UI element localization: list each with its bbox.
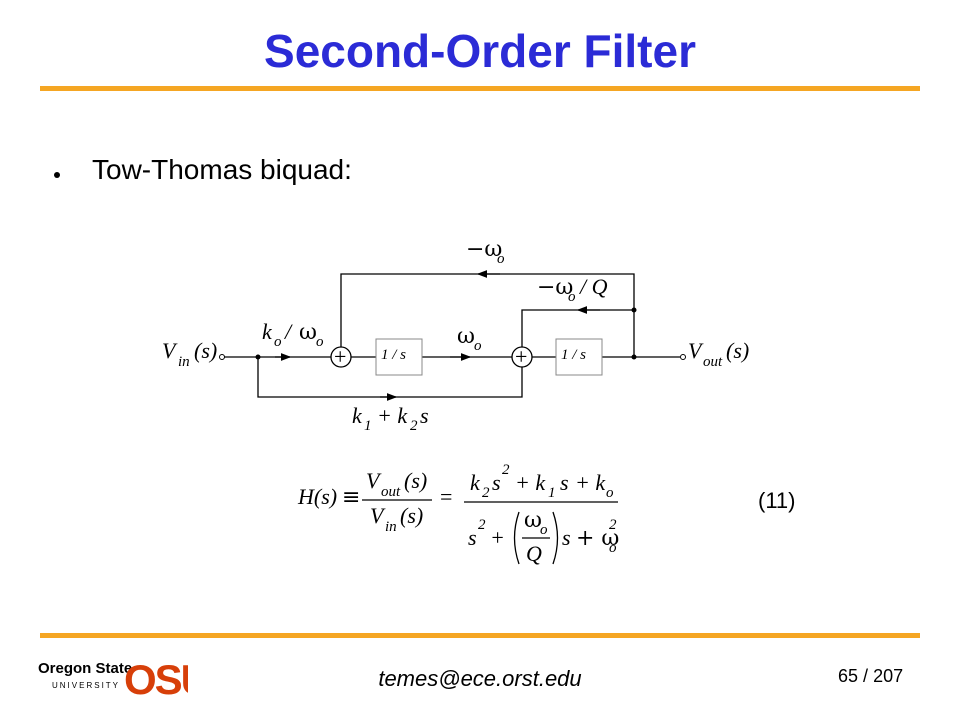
outer-feedback-sub: o <box>497 251 505 267</box>
eq-rn-s: s <box>560 470 569 495</box>
eq-rd-q: Q <box>526 541 542 566</box>
inner-feedback-dot <box>631 307 637 313</box>
input-label-arg: (s) <box>194 338 217 363</box>
gain-slash: / <box>283 319 293 344</box>
integrator-2-block <box>555 338 603 376</box>
summer-1-plus: + <box>334 344 346 369</box>
integrator-2-label: 1 / s <box>561 347 586 363</box>
output-terminal <box>680 354 686 360</box>
eq-rn-ko-sub: o <box>606 485 614 501</box>
summer-2 <box>511 346 533 368</box>
ff-k2-sub: 2 <box>410 418 418 434</box>
eq-rd-omega-sub: o <box>540 522 548 538</box>
eq-den-sub: in <box>385 519 397 535</box>
eq-num-arg: (s) <box>404 468 427 493</box>
eq-rd-s: s <box>468 525 477 550</box>
eq-rn-plus-ko: + k <box>575 470 606 495</box>
output-label-sub: out <box>703 354 723 370</box>
eq-equals: = <box>440 484 452 509</box>
bullet-marker <box>54 172 60 178</box>
eq-equiv: ≡ <box>342 485 360 510</box>
gain-k-sub: o <box>274 334 282 350</box>
eq-rn-k1-sub: 1 <box>548 485 556 501</box>
eq-rn-k2: k <box>470 470 481 495</box>
gain-k: k <box>262 319 273 344</box>
ff-s: s <box>420 403 429 428</box>
logo-line2: UNIVERSITY <box>52 681 120 690</box>
inner-feedback-rest: / Q <box>578 274 608 299</box>
logo-line1: Oregon State <box>38 660 132 677</box>
eq-num-sub: out <box>381 484 401 500</box>
input-label-v: V <box>162 338 178 363</box>
eq-rn-sup2: 2 <box>502 462 510 478</box>
output-junction-dot <box>631 354 637 360</box>
page-current: 65 <box>838 666 859 686</box>
eq-rd-s2: s <box>562 525 571 550</box>
eq-num-v: V <box>366 468 382 493</box>
eq-rd-omega: ω <box>524 508 542 533</box>
integrator-1-label: 1 / s <box>381 347 406 363</box>
input-label-sub: in <box>178 354 190 370</box>
eq-rd-omega-o-sub: o <box>609 540 617 556</box>
equation-number: (11) <box>758 488 796 513</box>
eq-den-arg: (s) <box>400 503 423 528</box>
bullet-text: Tow-Thomas biquad: <box>92 154 352 185</box>
footer-divider <box>40 633 920 638</box>
summer-2-plus: + <box>515 344 527 369</box>
eq-rd-sup2: 2 <box>478 517 486 533</box>
omega-mid: ω <box>457 324 475 349</box>
integrator-1-block <box>375 338 423 376</box>
omega-mid-sub: o <box>474 338 482 354</box>
input-terminal <box>219 354 225 360</box>
output-label-arg: (s) <box>726 338 749 363</box>
eq-rd-plus-omega: + ω <box>576 526 619 551</box>
page-total: 207 <box>873 666 904 686</box>
page-separator: / <box>863 666 869 686</box>
input-junction-dot <box>255 354 261 360</box>
eq-rn-plus-k1: + k <box>515 470 546 495</box>
eq-rn-s2: s <box>492 470 501 495</box>
gain-omega-sub: o <box>316 334 324 350</box>
page-number: 65 / 207 <box>838 666 903 687</box>
eq-rd-omega-sup: 2 <box>609 517 617 533</box>
ff-k1: k <box>352 403 363 428</box>
gain-omega: ω <box>299 320 317 345</box>
summer-1 <box>330 346 352 368</box>
inner-feedback-sub: o <box>568 289 576 305</box>
eq-lhs: H(s) <box>297 484 337 509</box>
eq-rn-k2-sub: 2 <box>482 485 490 501</box>
footer-email: temes@ece.orst.edu <box>378 666 582 691</box>
title-divider <box>40 86 920 91</box>
ff-plus-k2: + k <box>377 403 408 428</box>
eq-den-v: V <box>370 503 386 528</box>
inner-feedback-gain: −ω <box>537 275 573 300</box>
output-label-v: V <box>688 338 704 363</box>
outer-feedback-gain: −ω <box>466 237 502 262</box>
slide-title: Second-Order Filter <box>264 25 696 77</box>
eq-rd-plus: + <box>490 525 505 550</box>
ff-k1-sub: 1 <box>364 418 372 434</box>
